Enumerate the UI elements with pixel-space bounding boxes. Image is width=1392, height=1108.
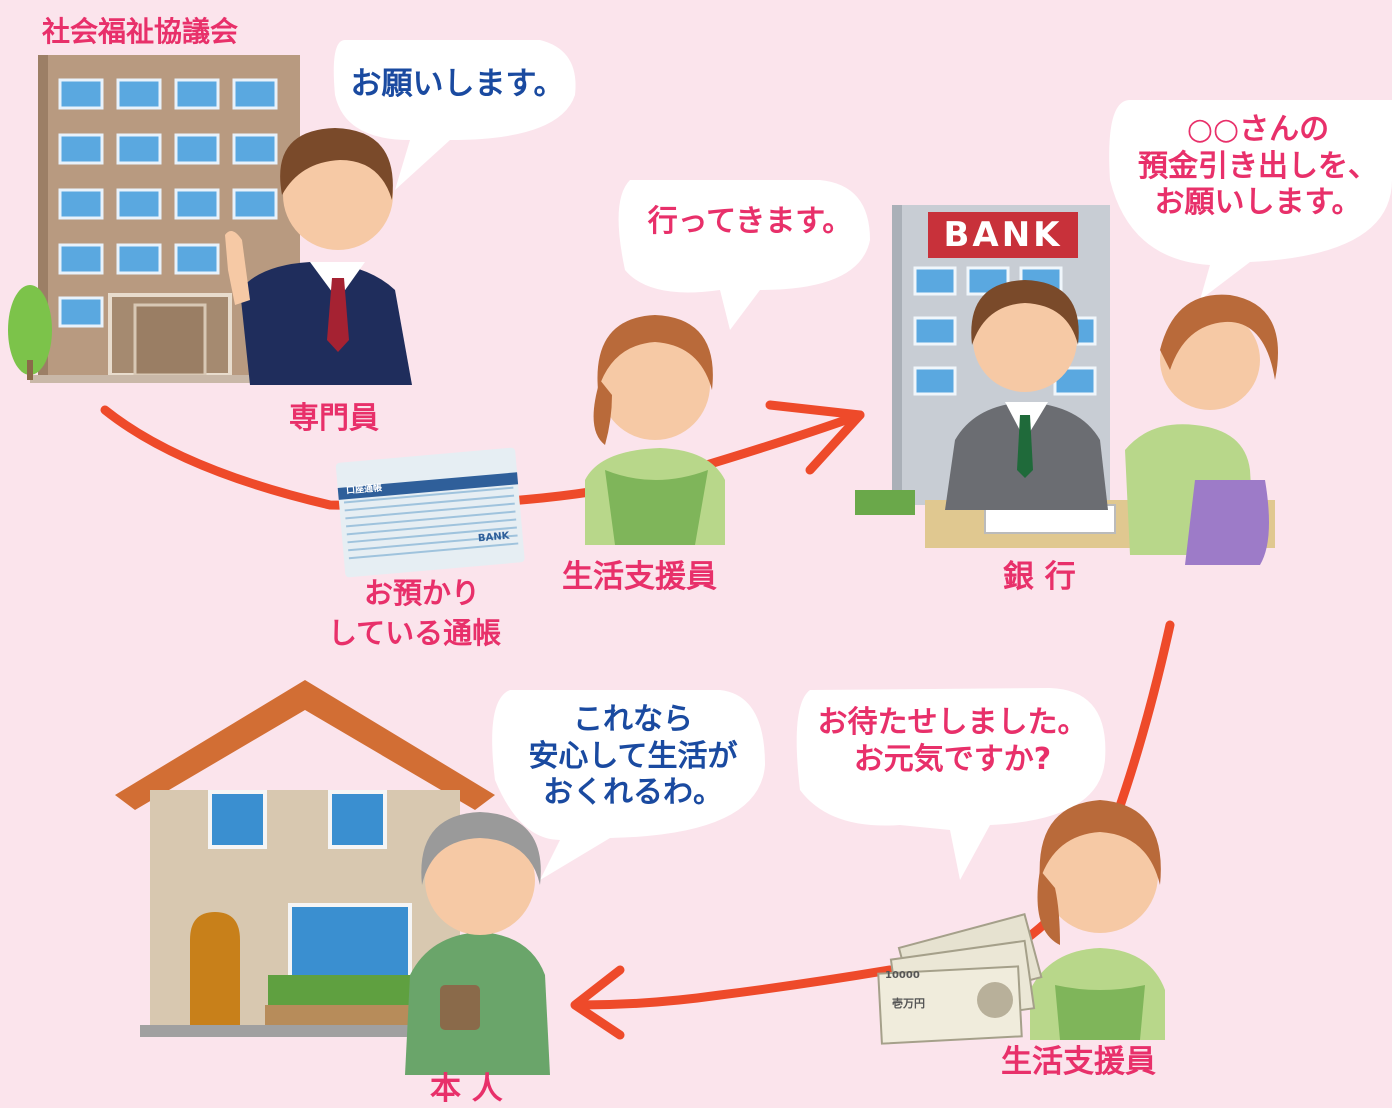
supporter-top-figure (585, 315, 725, 545)
banknote-label: 壱万円 (892, 997, 925, 1010)
speech-supporter-return-line1: お待たせしました。 (817, 705, 1088, 740)
speech-bank-request-line3: お願いします。 (1154, 185, 1362, 221)
bubble-supporter-return (796, 688, 1106, 880)
bank-teller-figure (945, 280, 1108, 510)
banknotes-icon (877, 913, 1043, 1045)
speech-bubbles (333, 40, 1392, 880)
speech-bank-request-line1: ○○さんの (1186, 112, 1330, 147)
speech-supporter-going: 行ってきます。 (640, 204, 860, 241)
principal-figure (405, 812, 550, 1075)
supporter-bottom-label: 生活支援員 (1001, 1044, 1156, 1080)
arrowhead-bank (765, 400, 865, 475)
speech-specialist-line: お願いします。 (350, 66, 565, 102)
speech-supporter-return-line2: お元気ですか? (853, 741, 1052, 777)
speech-bank-request-line2: 預金引き出しを、 (1138, 148, 1378, 184)
arrowhead-principal (570, 965, 625, 1040)
banknote-value: 10000 (885, 970, 920, 981)
arrowheads (570, 400, 865, 1040)
specialist-figure (225, 128, 412, 385)
speech-bank-request: ○○さんの 預金引き出しを、 お願いします。 (1128, 112, 1388, 222)
bank-label: 銀 行 (1003, 559, 1076, 595)
passbook-icon (335, 447, 525, 578)
speech-principal-line1: これなら (573, 702, 693, 737)
council-label: 社会福祉協議会 (42, 15, 239, 48)
speech-supporter-going-line: 行ってきます。 (647, 204, 853, 239)
bank-sign: BANK (928, 212, 1078, 258)
principal-label: 本 人 (430, 1071, 503, 1107)
bubble-specialist (333, 40, 576, 190)
passbook-label-line1: お預かり (364, 576, 481, 610)
bubble-bank-request (1109, 100, 1392, 300)
supporter-top-label: 生活支援員 (562, 559, 717, 595)
speech-principal: これなら 安心して生活が おくれるわ。 (508, 702, 758, 812)
supporter-bottom-figure (1030, 800, 1165, 1040)
bubble-principal (492, 690, 765, 880)
speech-principal-line2: 安心して生活が (528, 738, 738, 774)
speech-supporter-return: お待たせしました。 お元気ですか? (810, 705, 1095, 778)
arrow-supporter-to-principal (575, 965, 895, 1010)
passbook-label-line2: している通帳 (328, 616, 502, 650)
speech-specialist: お願いします。 (350, 66, 565, 104)
specialist-label: 専門員 (289, 401, 379, 436)
speech-principal-line3: おくれるわ。 (543, 775, 723, 811)
bubble-supporter-going (618, 180, 870, 330)
supporter-bank-figure (1125, 294, 1278, 565)
house (115, 680, 495, 1037)
